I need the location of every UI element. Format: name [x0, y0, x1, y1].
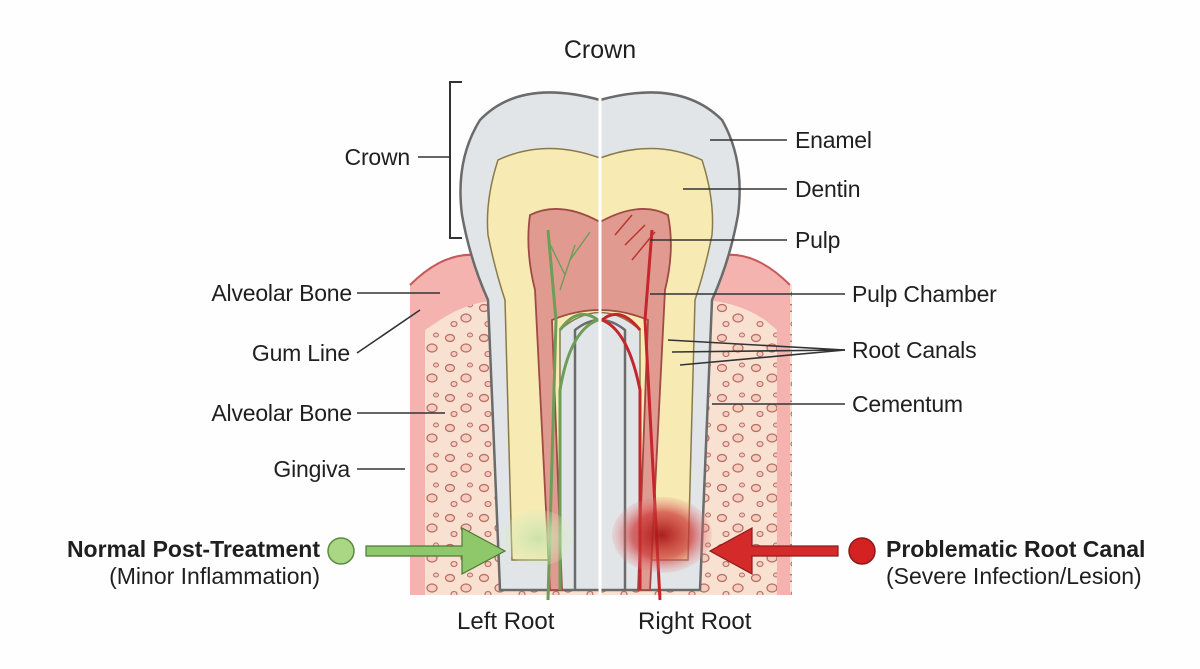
legend-problem-title: Problematic Root Canal — [886, 536, 1146, 562]
label-crown: Crown — [344, 144, 411, 170]
crown-bracket — [449, 81, 462, 239]
left-leaders — [356, 156, 450, 470]
label-alveolar-bone-mid: Alveolar Bone — [211, 400, 352, 426]
label-gum-line: Gum Line — [251, 340, 350, 366]
nerve-branch — [547, 231, 591, 291]
legend-normal-sub: (Minor Inflammation) — [109, 563, 320, 589]
right-leaders — [650, 139, 846, 405]
problem-indicator — [848, 537, 876, 565]
label-alveolar-bone-top: Alveolar Bone — [211, 280, 352, 306]
legend-problem-sub: (Severe Infection/Lesion) — [886, 563, 1142, 589]
left-canal-filling — [502, 229, 602, 601]
label-left-root: Left Root — [457, 608, 555, 635]
diagram-title: Crown — [563, 36, 637, 64]
label-pulp: Pulp — [795, 227, 841, 253]
tooth — [459, 91, 741, 592]
label-root-canals: Root Canals — [852, 337, 977, 363]
label-enamel: Enamel — [795, 127, 872, 153]
label-pulp-chamber: Pulp Chamber — [852, 281, 997, 307]
legend-normal: Normal Post-Treatment (Minor Inflammatio… — [40, 536, 320, 590]
label-gingiva: Gingiva — [273, 456, 350, 482]
label-right-root: Right Root — [638, 608, 752, 635]
legend-normal-title: Normal Post-Treatment — [66, 536, 320, 562]
normal-indicator — [327, 537, 355, 565]
problem-arrow — [708, 526, 839, 576]
label-cementum: Cementum — [852, 391, 963, 417]
legend-problem: Problematic Root Canal (Severe Infection… — [886, 536, 1186, 590]
normal-arrow — [365, 526, 507, 576]
right-canal-infection — [599, 214, 712, 601]
label-dentin: Dentin — [795, 176, 861, 202]
